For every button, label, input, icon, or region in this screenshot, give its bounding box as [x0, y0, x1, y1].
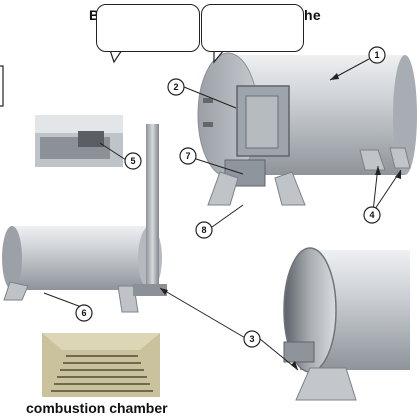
callout-number-4: 4: [369, 210, 374, 220]
callout-number-8: 8: [201, 225, 206, 235]
leader-lines: [43, 58, 402, 371]
callout-circle-8: [195, 221, 213, 239]
title-fragment-left: B: [89, 7, 100, 23]
main-kiln-photo: [197, 52, 417, 206]
callout-number-3: 3: [249, 334, 254, 344]
callout-number-2: 2: [173, 82, 178, 92]
left-edge-frame: [0, 65, 4, 107]
chimney-pipe: [146, 124, 159, 292]
inset-photo-5: [35, 115, 123, 167]
callout-number-5: 5: [130, 156, 135, 166]
callout-circle-1: [368, 46, 386, 64]
leader-arrowheads: [160, 73, 401, 370]
speech-bubble-left: [96, 4, 200, 52]
open-end-cylinder-photo: [283, 247, 410, 401]
speech-bubble-right: [201, 4, 304, 52]
callout-circle-6: [75, 304, 93, 322]
callout-circle-4: [363, 206, 381, 224]
callout-circles: [75, 46, 386, 348]
second-kiln-photo: [2, 124, 167, 313]
combustion-chamber-photo: [42, 333, 160, 397]
combustion-chamber-caption: combustion chamber: [26, 400, 168, 416]
callout-circle-7: [179, 147, 197, 165]
callout-number-1: 1: [374, 50, 379, 60]
callout-circle-5: [124, 152, 142, 170]
callout-circle-2: [167, 78, 185, 96]
callout-number-7: 7: [185, 151, 190, 161]
title-fragment-right: he: [304, 7, 321, 23]
callout-circle-3: [243, 330, 261, 348]
callout-number-6: 6: [81, 308, 86, 318]
